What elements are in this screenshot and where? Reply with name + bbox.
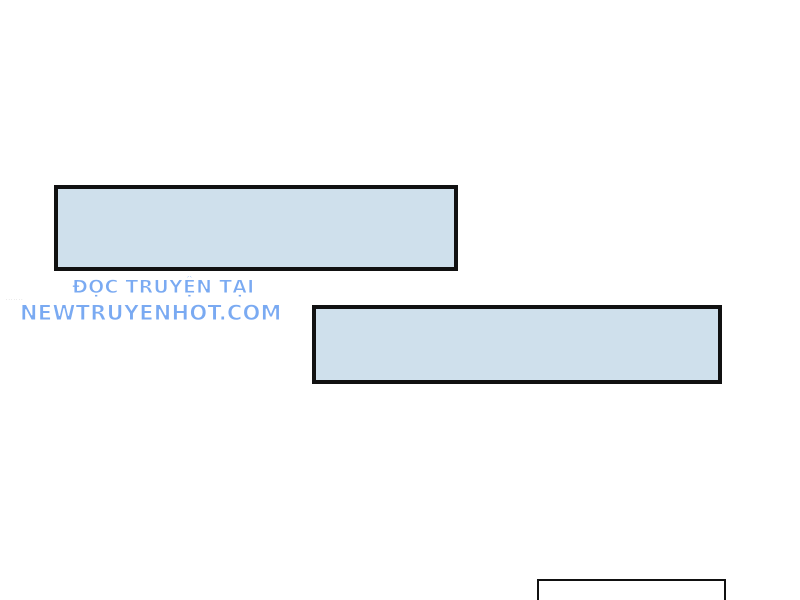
watermark-site-name: NEWTRUYENHOT.COM xyxy=(20,301,282,326)
speech-box-middle xyxy=(312,305,722,384)
speech-box-top xyxy=(54,185,458,271)
watermark-line-read-at: ĐỌC TRUYỆN TẠI xyxy=(71,276,255,299)
speech-box-bottom xyxy=(537,579,726,600)
tiny-watermark-text: · · · · · · · xyxy=(6,297,23,302)
